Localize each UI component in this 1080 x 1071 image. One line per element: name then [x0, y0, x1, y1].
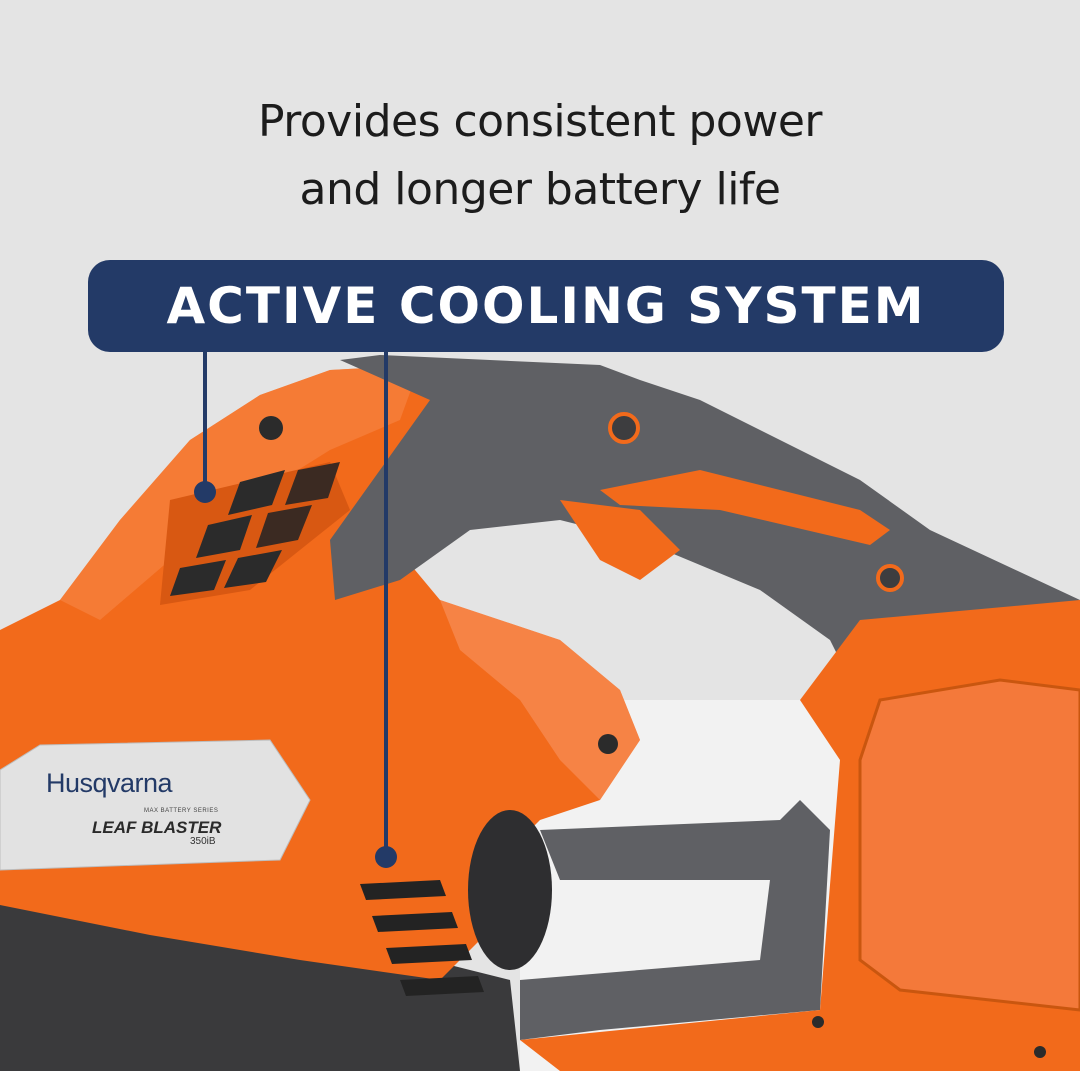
brand-model-number: 350iB — [190, 836, 216, 847]
brand-name: Husqvarna — [46, 768, 173, 798]
brand-product-name: LEAF BLASTER — [92, 818, 222, 837]
front-cowl-highlight — [440, 600, 640, 800]
handle-screw-front — [608, 412, 640, 444]
feature-headline: Provides consistent power and longer bat… — [0, 88, 1080, 224]
feature-banner-label: ACTIVE COOLING SYSTEM — [166, 277, 926, 335]
brand-label: Husqvarna MAX BATTERY SERIES LEAF BLASTE… — [40, 760, 270, 870]
cowl-screw — [598, 734, 618, 754]
battery-cover-panel — [858, 678, 1080, 1012]
lower-handle-loop — [520, 800, 830, 1040]
handle-screw-rear — [876, 564, 904, 592]
fan-intake — [468, 810, 552, 970]
brand-series: MAX BATTERY SERIES — [144, 808, 219, 814]
product-label-plate — [0, 739, 311, 871]
motor-housing-lower — [0, 900, 520, 1071]
lower-cooling-vents — [360, 880, 484, 996]
callout-pointers — [194, 352, 397, 868]
screw-hole — [259, 416, 283, 440]
headline-line-1: Provides consistent power — [258, 96, 823, 147]
handle-orange-strip — [600, 470, 890, 545]
headline-line-2: and longer battery life — [299, 164, 781, 215]
trigger — [560, 500, 680, 580]
housing-screw — [812, 1016, 824, 1028]
battery-screw — [1034, 1046, 1046, 1058]
handle-grip — [330, 355, 1080, 700]
feature-banner: ACTIVE COOLING SYSTEM — [88, 260, 1004, 352]
